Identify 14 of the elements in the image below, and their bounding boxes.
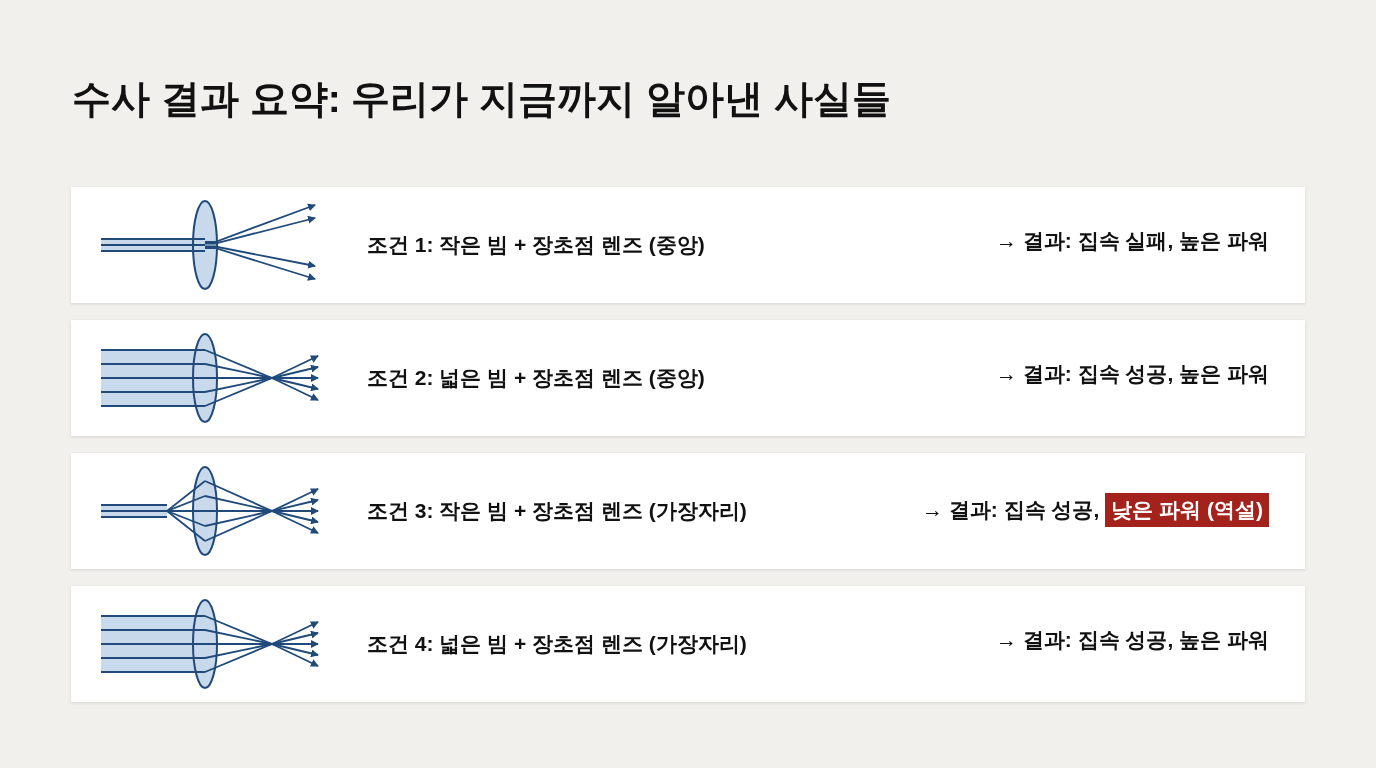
highlight-box: 낮은 파워 (역설) [1105,493,1269,527]
condition-text: 조건 4: 넓은 빔 + 장초점 렌즈 (가장자리) [367,631,747,657]
condition-panel [71,453,1305,569]
condition-panel [71,586,1305,702]
result-text: → 결과: 집속 실패, 높은 파워 [996,228,1269,254]
condition-panel [71,187,1305,303]
condition-text: 조건 1: 작은 빔 + 장초점 렌즈 (중앙) [367,232,705,258]
result-text: → 결과: 집속 성공, 높은 파워 [996,627,1269,653]
condition-text: 조건 3: 작은 빔 + 장초점 렌즈 (가장자리) [367,498,747,524]
result-text: → 결과: 집속 성공, 높은 파워 [996,361,1269,387]
condition-text: 조건 2: 넓은 빔 + 장초점 렌즈 (중앙) [367,365,705,391]
title: 수사 결과 요약: 우리가 지금까지 알아낸 사실들 [72,76,891,122]
condition-panel [71,320,1305,436]
result-text: → 결과: 집속 성공, [922,497,1100,523]
